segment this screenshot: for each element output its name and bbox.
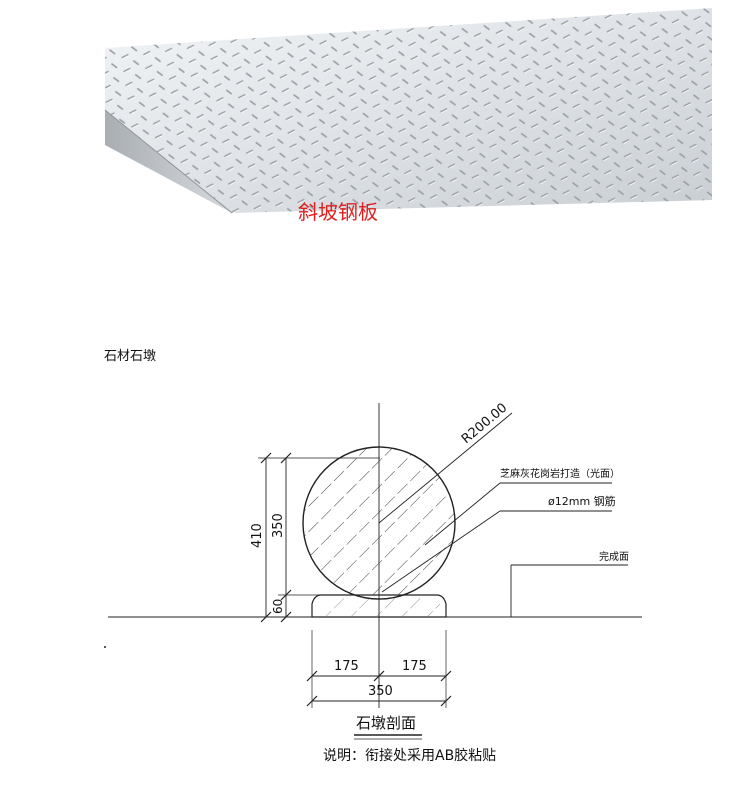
dim-ball-height: 350	[271, 513, 286, 538]
dim-total-height: 410	[250, 523, 265, 548]
material-label: 芝麻灰花岗岩打造（光面）	[500, 467, 620, 480]
bollard-base	[311, 594, 447, 618]
ramp-caption: 斜坡钢板	[298, 200, 378, 224]
dim-total-width: 350	[368, 684, 393, 699]
radius-label: R200.00	[459, 401, 510, 448]
finish-label: 完成面	[599, 550, 629, 563]
rod-label: ø12mm 钢筋	[548, 494, 616, 508]
section-heading: 石材石墩	[104, 349, 157, 364]
drawing-title: 石墩剖面	[356, 714, 416, 732]
dim-base-height: 60	[271, 599, 285, 614]
dim-half-left: 175	[334, 659, 359, 674]
stray-mark	[104, 646, 106, 648]
bollard-section-drawing: R200.00 芝麻灰花岗岩打造（光面） ø12mm 钢筋 完成面 410 35…	[108, 401, 642, 764]
dim-half-right: 175	[402, 659, 427, 674]
drawing-note: 说明：衔接处采用AB胶粘贴	[323, 747, 496, 764]
steel-ramp-photo	[104, 8, 712, 214]
